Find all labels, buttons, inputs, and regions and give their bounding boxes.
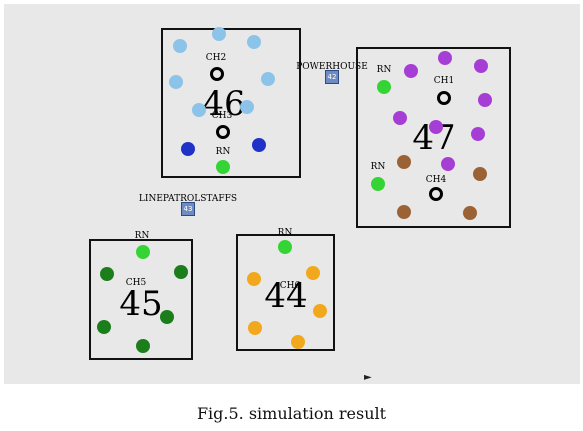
relay-node[interactable] (136, 245, 150, 259)
sensor-node[interactable] (393, 111, 407, 125)
cluster-head-ch3[interactable] (216, 125, 230, 139)
sensor-node[interactable] (291, 335, 305, 349)
sensor-node[interactable] (478, 93, 492, 107)
cluster-head-ch2[interactable] (210, 67, 224, 81)
ch6-label: CH6 (279, 281, 301, 291)
figure-caption: Fig.5. simulation result (196, 404, 387, 423)
ch3-label: CH3 (211, 111, 233, 121)
relay-node[interactable] (216, 160, 230, 174)
rn-label-5: RN (277, 228, 293, 238)
sensor-node[interactable] (97, 320, 111, 334)
power-house-node[interactable]: 42 (325, 70, 339, 84)
ch5-label: CH5 (125, 278, 147, 288)
sensor-node[interactable] (100, 267, 114, 281)
sensor-node[interactable] (404, 64, 418, 78)
sensor-node[interactable] (247, 272, 261, 286)
sensor-node[interactable] (261, 72, 275, 86)
cluster-47-box (356, 47, 511, 228)
sensor-node[interactable] (248, 321, 262, 335)
sensor-node[interactable] (463, 206, 477, 220)
ch2-label: CH2 (205, 53, 227, 63)
sensor-node[interactable] (136, 339, 150, 353)
rn-label-2: RN (376, 65, 392, 75)
cluster-head-ch4[interactable] (429, 187, 443, 201)
sensor-node[interactable] (252, 138, 266, 152)
relay-node[interactable] (377, 80, 391, 94)
cluster-44-box (236, 234, 335, 351)
sensor-node[interactable] (181, 142, 195, 156)
mouse-cursor-icon: ► (364, 372, 372, 383)
sensor-node[interactable] (212, 27, 226, 41)
sensor-node[interactable] (474, 59, 488, 73)
cluster-head-ch1[interactable] (437, 91, 451, 105)
sensor-node[interactable] (441, 157, 455, 171)
sensor-node[interactable] (397, 205, 411, 219)
sensor-node[interactable] (397, 155, 411, 169)
sensor-node[interactable] (471, 127, 485, 141)
relay-node[interactable] (278, 240, 292, 254)
cluster-45-box (89, 239, 193, 360)
sensor-node[interactable] (429, 120, 443, 134)
sensor-node[interactable] (173, 39, 187, 53)
rn-label-3: RN (370, 162, 386, 172)
ch4-label: CH4 (425, 175, 447, 185)
rn-label-4: RN (134, 231, 150, 241)
sensor-node[interactable] (240, 100, 254, 114)
rn-label-1: RN (215, 147, 231, 157)
power-house-label: POWERHOUSE (296, 62, 368, 72)
line-patrol-node[interactable]: 43 (181, 202, 195, 216)
ch1-label: CH1 (433, 76, 455, 86)
sensor-node[interactable] (160, 310, 174, 324)
simulation-canvas: 46 CH2 CH3 RN POWERHOUSE 42 47 RN CH1 RN… (4, 4, 580, 384)
sensor-node[interactable] (247, 35, 261, 49)
sensor-node[interactable] (192, 103, 206, 117)
sensor-node[interactable] (313, 304, 327, 318)
line-patrol-label: LINEPATROLSTAFFS (138, 194, 238, 204)
sensor-node[interactable] (169, 75, 183, 89)
sensor-node[interactable] (174, 265, 188, 279)
sensor-node[interactable] (473, 167, 487, 181)
cluster-45-number: 45 (119, 284, 163, 324)
relay-node[interactable] (371, 177, 385, 191)
sensor-node[interactable] (306, 266, 320, 280)
sensor-node[interactable] (438, 51, 452, 65)
cluster-44-number: 44 (264, 276, 308, 316)
cluster-46-box (161, 28, 301, 178)
cluster-46-number: 46 (202, 84, 246, 124)
